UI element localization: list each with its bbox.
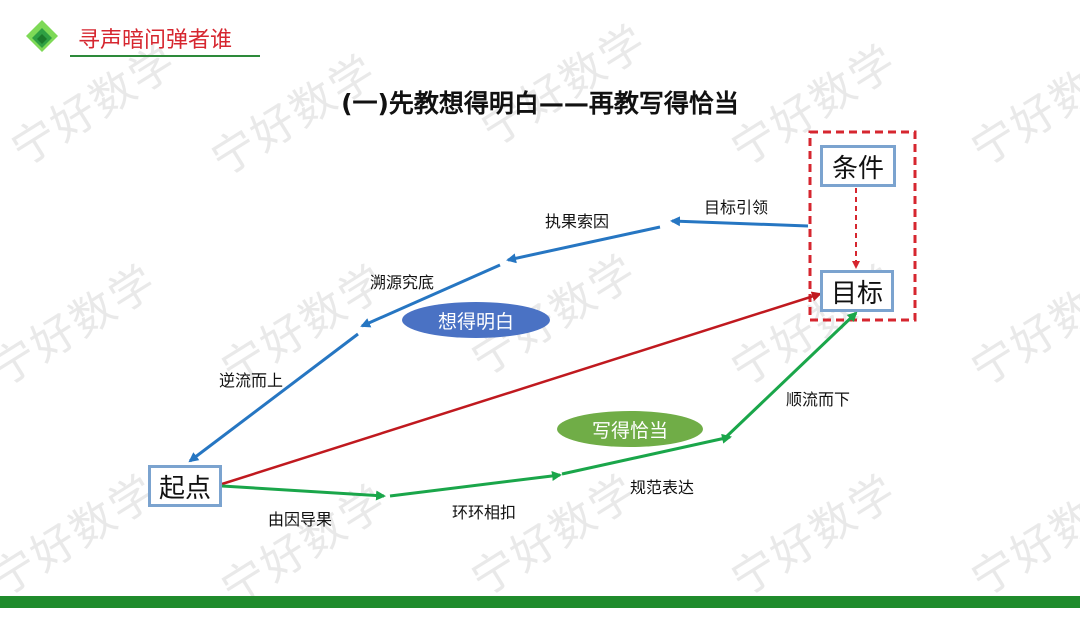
think-clearly-oval: 想得明白 (402, 302, 550, 338)
green-arrow-4 (723, 311, 858, 440)
green-arrow-2 (389, 471, 562, 498)
condition-node: 条件 (820, 145, 896, 187)
green-arrow-3 (561, 433, 732, 476)
section-title: 寻声暗问弹者谁 (78, 28, 233, 53)
label-cause-from-effect: 执果索因 (545, 212, 610, 231)
label-linked: 环环相扣 (452, 503, 517, 522)
diamond-logo-icon (26, 20, 58, 52)
footer-bar (0, 596, 1080, 608)
page-title: (一)先教想得明白——再教写得恰当 (341, 89, 739, 118)
blue-arrow-2 (506, 225, 661, 264)
red-direct-arrow (221, 291, 822, 486)
label-with-flow: 顺流而下 (786, 390, 851, 409)
label-goal-guide: 目标引领 (704, 198, 769, 217)
blue-arrow-1 (670, 216, 809, 228)
label-effect-from-cause: 由因导果 (268, 510, 333, 529)
green-arrow-1 (221, 484, 386, 501)
label-trace-source: 溯源究底 (370, 273, 435, 292)
label-against-flow: 逆流而上 (219, 371, 284, 390)
header-underline (70, 55, 260, 57)
blue-arrow-3 (360, 263, 501, 328)
write-properly-oval: 写得恰当 (557, 411, 703, 447)
goal-condition-frame (808, 130, 917, 322)
blue-arrow-4 (188, 332, 359, 463)
label-standard-expression: 规范表达 (630, 478, 695, 497)
goal-node: 目标 (820, 270, 894, 312)
start-node: 起点 (148, 465, 222, 507)
